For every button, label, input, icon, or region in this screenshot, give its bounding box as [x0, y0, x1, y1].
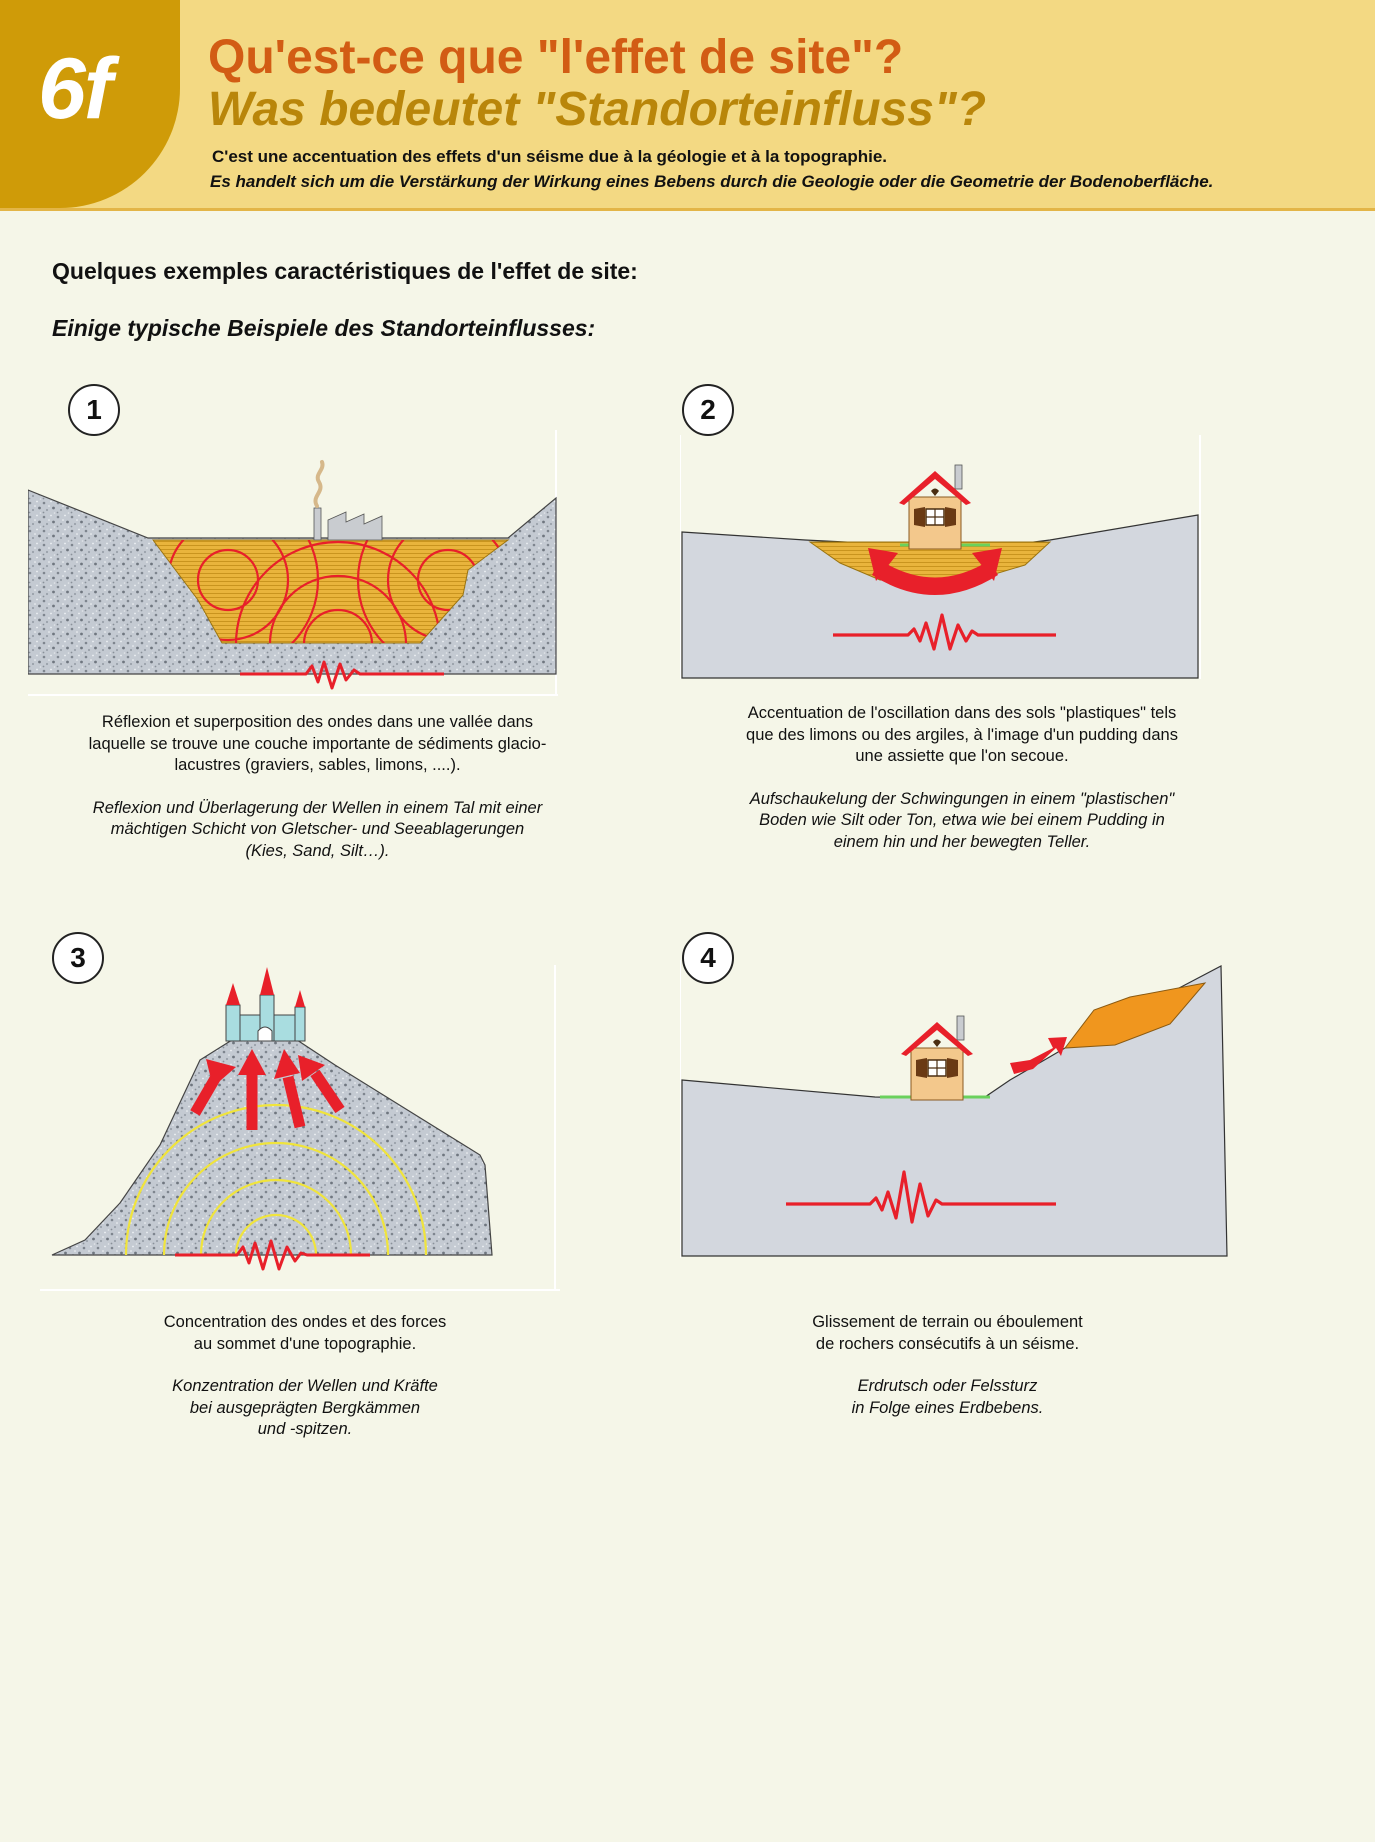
house-icon — [900, 1015, 974, 1101]
caption-german: Konzentration der Wellen und Kräfte bei … — [172, 1377, 438, 1438]
intro-french: Quelques exemples caractéristiques de l'… — [52, 258, 638, 284]
caption-french: Accentuation de l'oscillation dans des s… — [746, 704, 1178, 765]
factory-icon — [313, 460, 383, 541]
example-4-landslide-diagram — [680, 960, 1228, 1258]
section-number: 6f — [38, 41, 112, 137]
house-icon — [898, 464, 972, 550]
oscillation-arrow-icon — [868, 548, 1002, 595]
caption-german: Erdrutsch oder Felssturz in Folge eines … — [851, 1377, 1044, 1417]
seismic-wave-icon — [833, 613, 1056, 651]
example-2-soft-soil-diagram — [680, 435, 1201, 679]
castle-icon — [225, 967, 306, 1042]
seismic-wave-icon — [786, 1170, 1056, 1224]
caption-french: Concentration des ondes et des forces au… — [163, 1313, 447, 1353]
example-4-caption: Glissement de terrain ou éboulement de r… — [680, 1312, 1215, 1419]
example-2-caption: Accentuation de l'oscillation dans des s… — [672, 703, 1252, 853]
caption-german: Aufschaukelung der Schwingungen in einem… — [749, 789, 1175, 851]
caption-french: Réflexion et superposition des ondes dan… — [88, 713, 547, 774]
title-french: Qu'est-ce que "l'effet de site"? — [208, 31, 904, 84]
subtitle-german: Es handelt sich um die Verstärkung der W… — [210, 172, 1214, 191]
sediment-layer — [152, 539, 510, 644]
example-3-number: 3 — [52, 932, 104, 984]
caption-french: Glissement de terrain ou éboulement de r… — [812, 1313, 1083, 1353]
focused-waves — [124, 1103, 428, 1255]
section-badge: 6f — [0, 0, 180, 208]
example-2-number: 2 — [682, 384, 734, 436]
caption-german: Reflexion und Überlagerung der Wellen in… — [92, 798, 543, 860]
landslide-arrow-icon — [1010, 1037, 1067, 1074]
example-1-valley-diagram — [28, 430, 558, 696]
intro-german: Einige typische Beispiele des Standortei… — [52, 315, 596, 341]
subtitle-french: C'est une accentuation des effets d'un s… — [212, 147, 888, 166]
seismic-wave-icon — [240, 660, 444, 690]
landslide-mass — [1063, 982, 1207, 1049]
hill-mass — [51, 1039, 493, 1256]
amplification-arrows-icon — [190, 1049, 345, 1130]
example-3-hilltop-diagram — [40, 965, 560, 1291]
example-3-caption: Concentration des ondes et des forces au… — [40, 1312, 570, 1441]
seismic-wave-icon — [175, 1239, 370, 1271]
title-german: Was bedeutet "Standorteinfluss"? — [208, 83, 987, 136]
example-4-number: 4 — [682, 932, 734, 984]
header-banner: 6f Qu'est-ce que "l'effet de site"? Was … — [0, 0, 1375, 211]
example-1-number: 1 — [68, 384, 120, 436]
example-1-caption: Réflexion et superposition des ondes dan… — [40, 712, 595, 862]
